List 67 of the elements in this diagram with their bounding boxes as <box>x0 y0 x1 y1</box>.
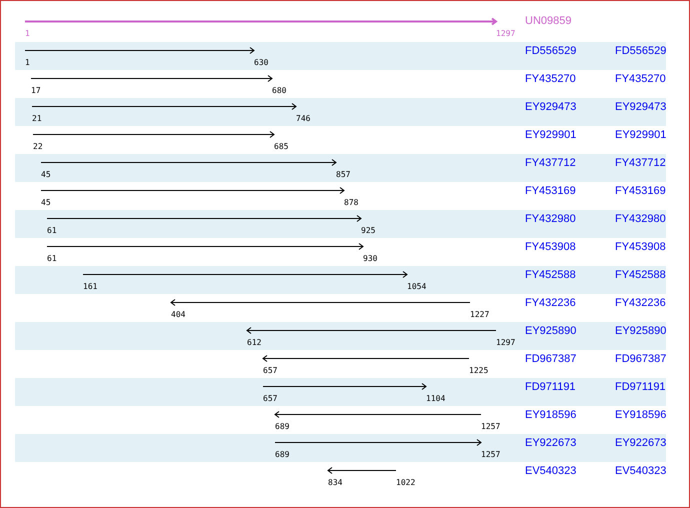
accession-link: EY929473 <box>615 101 666 114</box>
accession-link: EV540323 <box>525 465 576 478</box>
position-number: 685 <box>274 142 288 152</box>
position-number: 1297 <box>496 29 516 39</box>
accession-link: EY918596 <box>525 409 576 422</box>
position-number: 22 <box>33 142 43 152</box>
accession-link: EY929901 <box>615 129 666 142</box>
accession-link: EY925890 <box>525 325 576 338</box>
position-number: 834 <box>328 478 342 488</box>
accession-link: FY432236 <box>525 297 576 310</box>
position-number: 930 <box>363 254 378 264</box>
accession-link: FD556529 <box>525 45 576 58</box>
position-number: 878 <box>344 198 358 208</box>
accession-link: FD971191 <box>615 381 666 394</box>
position-number: 746 <box>296 114 310 124</box>
accession-link: EY925890 <box>615 325 666 338</box>
accession-link: EV540323 <box>615 465 666 478</box>
accession-link: FY453169 <box>615 185 666 198</box>
position-number: 61 <box>47 226 57 236</box>
accession-link: EY929473 <box>525 101 576 114</box>
position-number: 657 <box>263 366 278 376</box>
position-number: 45 <box>41 198 51 208</box>
accession-link: FY452588 <box>615 269 666 282</box>
position-number: 630 <box>254 58 268 68</box>
accession-link: EY922673 <box>615 437 666 450</box>
accession-link: FY432236 <box>615 297 666 310</box>
accession-link: FY435270 <box>525 73 576 86</box>
accession-link: FY437712 <box>615 157 666 170</box>
accession-link: FD967387 <box>525 353 576 366</box>
position-number: 689 <box>275 422 290 432</box>
position-number: 161 <box>83 282 98 292</box>
accession-link: FY453908 <box>525 241 576 254</box>
position-number: 657 <box>263 394 278 404</box>
accession-link: FY435270 <box>615 73 666 86</box>
position-number: 680 <box>272 86 286 96</box>
accession-link: FY432980 <box>525 213 576 226</box>
position-number: 689 <box>275 450 290 460</box>
position-number: 1225 <box>469 366 488 376</box>
position-number: 17 <box>31 86 41 96</box>
position-number: 45 <box>41 170 51 180</box>
accession-link: FY453169 <box>525 185 576 198</box>
accession-link: FD967387 <box>615 353 666 366</box>
position-number: 1022 <box>396 478 416 488</box>
accession-link: FY437712 <box>525 157 576 170</box>
accession-link: EY918596 <box>615 409 666 422</box>
position-number: 1257 <box>481 422 500 432</box>
position-number: 612 <box>247 338 262 348</box>
accession-link: EY922673 <box>525 437 576 450</box>
accession-link: EY929901 <box>525 129 576 142</box>
position-number: 1227 <box>470 310 490 320</box>
position-number: 404 <box>171 310 186 320</box>
position-number: 21 <box>32 114 42 124</box>
reference-id: UN09859 <box>525 15 572 28</box>
accession-link: FD556529 <box>615 45 666 58</box>
accession-link: FY453908 <box>615 241 666 254</box>
position-number: 1 <box>25 29 30 39</box>
position-number: 925 <box>361 226 376 236</box>
position-number: 1297 <box>496 338 516 348</box>
position-number: 1104 <box>426 394 446 404</box>
accession-link: FY452588 <box>525 269 576 282</box>
accession-link: FD971191 <box>525 381 576 394</box>
position-number: 61 <box>47 254 57 264</box>
position-number: 1 <box>25 58 30 68</box>
position-number: 1054 <box>407 282 426 292</box>
position-number: 857 <box>336 170 350 180</box>
position-number: 1257 <box>481 450 500 460</box>
accession-link: FY432980 <box>615 213 666 226</box>
